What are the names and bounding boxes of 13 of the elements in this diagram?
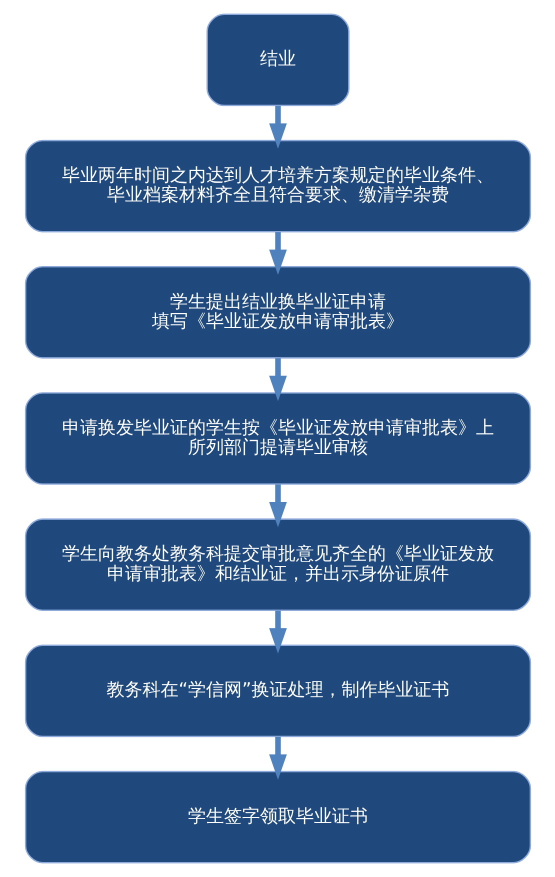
node-box: 申请换发毕业证的学生按《毕业证发放申请审批表》上所列部门提请毕业审核 xyxy=(24,392,531,485)
node-box: 毕业两年时间之内达到人才培养方案规定的毕业条件、毕业档案材料齐全且符合要求、缴清学杂费 xyxy=(24,140,531,232)
node-box: 结业 xyxy=(206,14,349,106)
node-box: 教务科在“学信网”换证处理，制作毕业证书 xyxy=(24,644,531,738)
node-box: 学生向教务处教务科提交审批意见齐全的《毕业证发放申请审批表》和结业证，并出示身份证原件 xyxy=(24,518,531,611)
arrow xyxy=(268,232,286,275)
node-box: 学生签字领取毕业证书 xyxy=(24,770,531,864)
arrow xyxy=(268,484,286,528)
node-box: 学生提出结业换毕业证申请 填写《毕业证发放申请审批表》 xyxy=(24,266,531,359)
arrow xyxy=(268,106,286,149)
arrow xyxy=(268,736,286,780)
arrow xyxy=(268,358,286,402)
arrow xyxy=(268,610,286,654)
